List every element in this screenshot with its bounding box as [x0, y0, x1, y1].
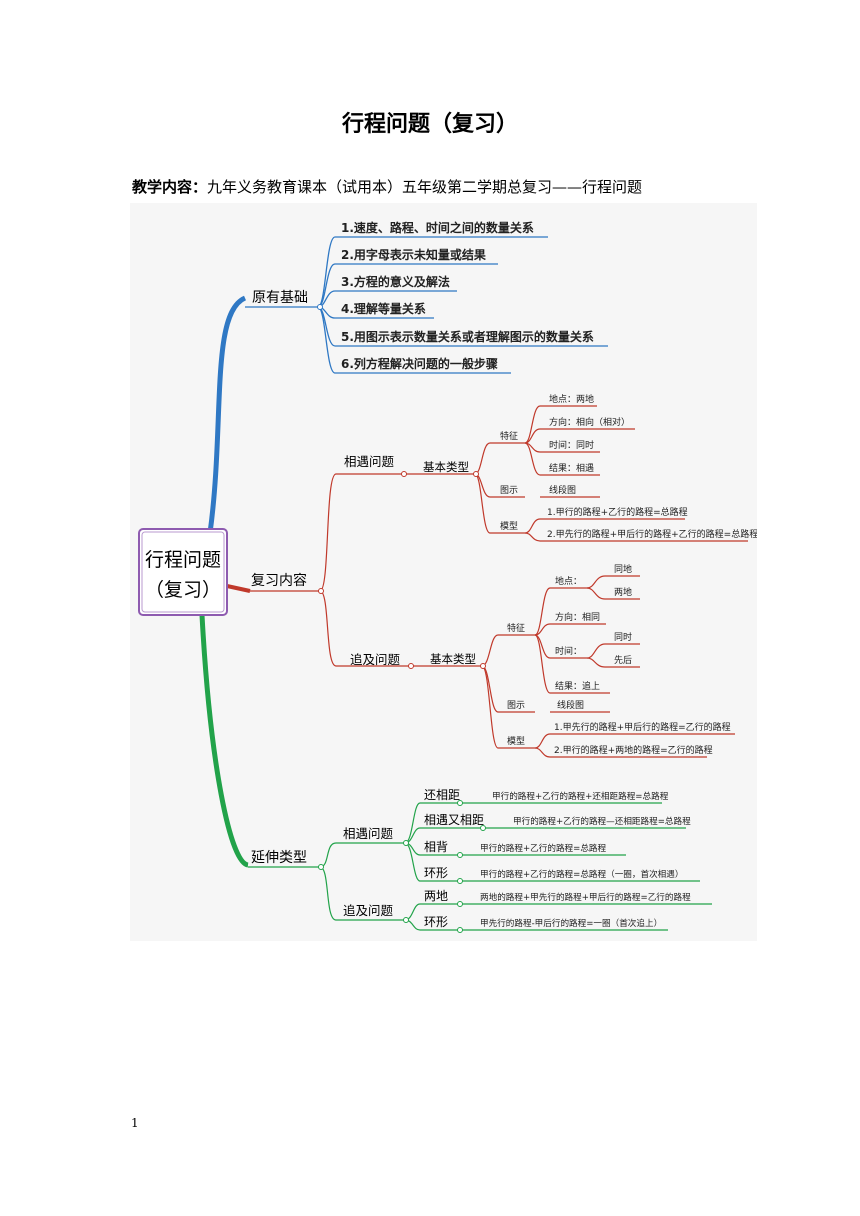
b1-item-4: 4.理解等量关系: [341, 301, 426, 316]
trunk-red: [226, 584, 251, 593]
b2-chase-basic: 基本类型: [430, 652, 476, 666]
b3-meet-n4v: 甲行的路程+乙行的路程=总路程（一圈，首次相遇）: [480, 868, 683, 880]
b2-meet-model1: 1.甲行的路程+乙行的路程=总路程: [547, 506, 688, 518]
branch3-joints: [318, 800, 486, 933]
branch1-label: 原有基础: [252, 289, 308, 306]
root-line2: （复习）: [145, 579, 221, 601]
b2-meet-basic: 基本类型: [423, 460, 469, 474]
b2-chase-model: 模型: [507, 736, 525, 747]
b2-chase-diagram-val: 线段图: [557, 699, 584, 711]
content-text: 九年义务教育课本（试用本）五年级第二学期总复习——行程问题: [207, 178, 643, 196]
b2-meet-model2: 2.甲先行的路程+甲后行的路程+乙行的路程=总路程: [547, 528, 757, 540]
b2-chase-model2: 2.甲行的路程+两地的路程=乙行的路程: [554, 744, 713, 756]
b3-meet-n2: 相遇又相距: [424, 813, 484, 827]
b3-meet-n1v: 甲行的路程+乙行的路程+还相距路程=总路程: [492, 790, 669, 802]
b1-item-3: 3.方程的意义及解法: [341, 274, 450, 289]
branch2-lines: [250, 405, 748, 758]
b3-meet-n4: 环形: [424, 866, 448, 880]
b3-meet-n1: 还相距: [424, 788, 460, 802]
b3-meet-label: 相遇问题: [343, 826, 394, 841]
b2-meet-model: 模型: [500, 521, 518, 532]
b1-item-6: 6.列方程解决问题的一般步骤: [341, 356, 498, 371]
b2-meet-f-place: 地点：两地: [549, 393, 594, 405]
page-title: 行程问题（复习）: [341, 111, 518, 137]
b2-chase-time2: 先后: [614, 654, 632, 666]
branch2-label: 复习内容: [251, 572, 307, 589]
b2-meet-diagram: 图示: [500, 485, 518, 496]
page-number: 1: [131, 1116, 139, 1130]
b2-chase-diagram: 图示: [507, 700, 525, 711]
root-node: 行程问题 （复习）: [138, 528, 228, 616]
b2-chase-model1: 1.甲先行的路程+甲后行的路程=乙行的路程: [554, 721, 731, 733]
b1-item-5: 5.用图示表示数量关系或者理解图示的数量关系: [341, 329, 594, 344]
b2-chase-time: 时间：: [555, 645, 582, 657]
branch2-joints: [318, 471, 486, 669]
b2-chase-feature: 特征: [507, 622, 525, 634]
b2-chase-place: 地点：: [555, 575, 582, 587]
b3-chase-label: 追及问题: [343, 903, 394, 918]
b2-chase-place1: 同地: [614, 563, 632, 575]
b2-chase-result: 结果：追上: [555, 680, 600, 692]
mind-map: 行程问题 （复习） 原有基础 1.速度、路程、时间之间的数量关系 2.用字母表示…: [130, 203, 758, 941]
b3-chase-n1v: 两地的路程+甲先行的路程+甲后行的路程=乙行的路程: [480, 891, 691, 903]
root-line1: 行程问题: [145, 549, 221, 571]
b3-chase-n1: 两地: [424, 889, 448, 903]
trunk-blue: [207, 295, 247, 534]
b2-meet-f-result: 结果：相遇: [549, 462, 594, 474]
b2-meet-f-dir: 方向：相向（相对）: [549, 416, 630, 428]
b2-chase-dir: 方向：相同: [555, 611, 600, 623]
b2-meet-feature: 特征: [500, 430, 518, 442]
b3-chase-n2v: 甲先行的路程-甲后行的路程=一圈（首次追上）: [480, 917, 662, 929]
b1-item-1: 1.速度、路程、时间之间的数量关系: [341, 220, 534, 235]
teaching-content: 教学内容：九年义务教育课本（试用本）五年级第二学期总复习——行程问题: [132, 176, 642, 197]
b3-chase-n2: 环形: [424, 915, 448, 929]
b1-item-2: 2.用字母表示未知量或结果: [341, 247, 486, 262]
b2-meet-f-time: 时间：同时: [549, 439, 594, 451]
trunk-green: [199, 614, 249, 868]
content-label: 教学内容：: [132, 178, 208, 196]
b3-meet-n3: 相背: [424, 840, 448, 854]
b2-chase-time1: 同时: [614, 631, 632, 643]
b2-meet-label: 相遇问题: [344, 454, 395, 469]
mind-map-svg: 行程问题 （复习） 原有基础 1.速度、路程、时间之间的数量关系 2.用字母表示…: [138, 220, 758, 933]
b2-meet-diagram-val: 线段图: [549, 484, 576, 496]
b2-chase-label: 追及问题: [350, 652, 401, 667]
branch3-label: 延伸类型: [251, 850, 307, 866]
branch1-joint: [317, 304, 323, 310]
b3-meet-n2v: 甲行的路程+乙行的路程—还相距路程=总路程: [513, 815, 691, 827]
b2-chase-place2: 两地: [614, 586, 632, 598]
b3-meet-n3v: 甲行的路程+乙行的路程=总路程: [480, 842, 607, 854]
